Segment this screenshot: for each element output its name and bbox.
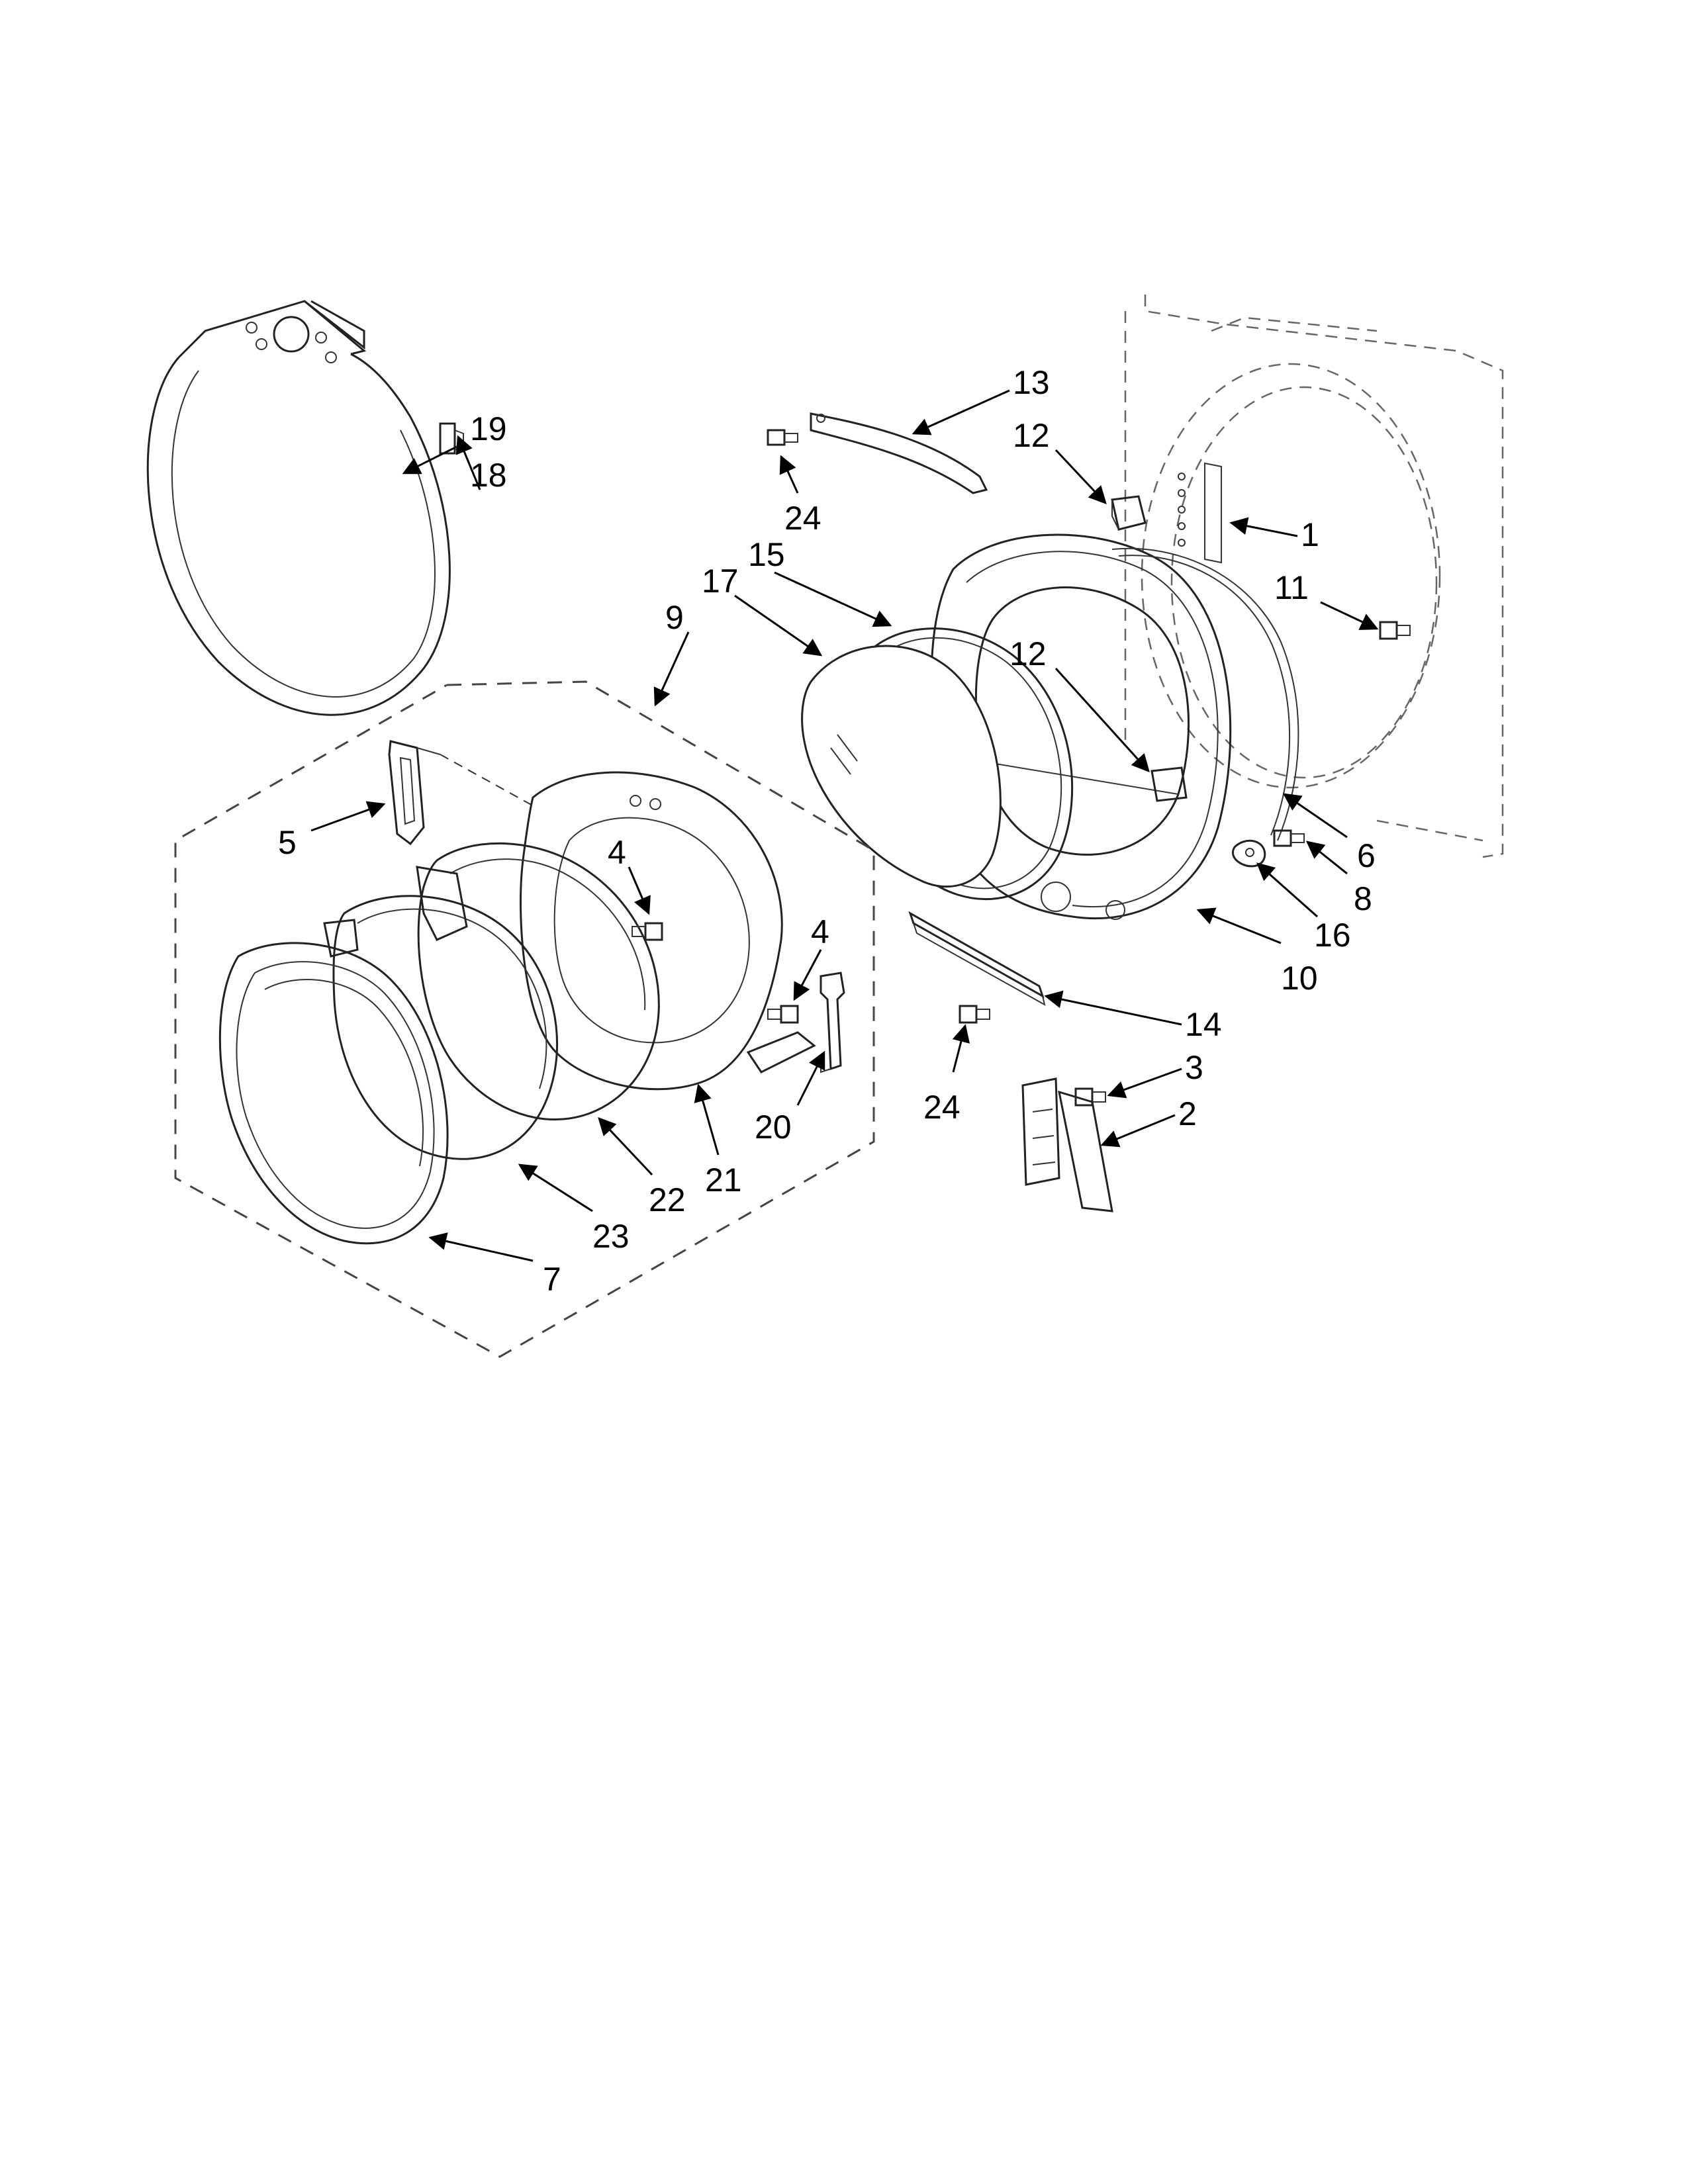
callout-24-upper: 24 bbox=[784, 500, 821, 537]
callout-15: 15 bbox=[748, 536, 785, 573]
part-12-bracket-upper bbox=[1111, 495, 1147, 531]
callout-9: 9 bbox=[665, 599, 684, 636]
callout-23: 23 bbox=[592, 1218, 630, 1255]
callout-22: 22 bbox=[649, 1181, 686, 1218]
callout-3: 3 bbox=[1185, 1049, 1203, 1086]
part-6-gasket bbox=[1111, 547, 1299, 841]
part-4-screw-a bbox=[632, 922, 663, 941]
callout-10: 10 bbox=[1281, 960, 1318, 997]
callout-21: 21 bbox=[705, 1161, 742, 1199]
part-17-glass bbox=[801, 645, 1002, 888]
part-11-screw bbox=[1379, 621, 1411, 640]
part-1-plate bbox=[1178, 462, 1222, 564]
callout-6: 6 bbox=[1357, 837, 1376, 874]
callout-16: 16 bbox=[1314, 917, 1351, 954]
part-3-screw bbox=[1074, 1087, 1106, 1107]
callout-19: 19 bbox=[470, 410, 507, 447]
part-12-bracket-lower bbox=[1150, 766, 1188, 802]
callout-18: 18 bbox=[470, 457, 507, 494]
part-21-door-shell bbox=[520, 771, 816, 1091]
callout-8: 8 bbox=[1354, 880, 1372, 917]
part-22-inner-liner bbox=[417, 842, 660, 1120]
assembly-9-outline bbox=[174, 680, 875, 1358]
callout-12-upper: 12 bbox=[1013, 417, 1050, 454]
part-19-front-panel-ring bbox=[146, 300, 451, 716]
callout-5: 5 bbox=[278, 824, 297, 861]
part-23-inner-ring bbox=[323, 866, 559, 1160]
dashline-5-to-21 bbox=[440, 754, 537, 808]
part-14-strip bbox=[908, 911, 1046, 1006]
part-24-screw-top bbox=[767, 429, 798, 446]
part-2-hinge bbox=[1021, 1077, 1113, 1212]
callout-17: 17 bbox=[702, 563, 739, 600]
callout-4-left: 4 bbox=[608, 834, 626, 871]
leader-lines bbox=[310, 389, 1379, 1262]
part-13-support-bar bbox=[810, 412, 988, 494]
part-7-bezel bbox=[218, 942, 449, 1245]
callout-labels: 19 18 13 12 24 1 11 15 17 9 12 5 4 4 6 8… bbox=[278, 364, 1376, 1298]
callout-14: 14 bbox=[1185, 1006, 1222, 1043]
part-8-screw bbox=[1273, 829, 1305, 847]
callout-7: 7 bbox=[543, 1261, 561, 1298]
cabinet-outline bbox=[1124, 295, 1504, 858]
callout-1: 1 bbox=[1301, 516, 1319, 553]
part-24-screw-lower bbox=[959, 1005, 990, 1024]
callout-12-lower: 12 bbox=[1009, 635, 1047, 672]
part-4-screw-b bbox=[767, 1005, 799, 1024]
callout-11: 11 bbox=[1274, 569, 1309, 606]
callout-13: 13 bbox=[1013, 364, 1050, 401]
part-5-handle bbox=[388, 740, 441, 846]
part-20-bracket bbox=[820, 972, 845, 1073]
callout-20: 20 bbox=[755, 1109, 792, 1146]
callout-2: 2 bbox=[1178, 1095, 1197, 1132]
callout-24-lower: 24 bbox=[923, 1089, 961, 1126]
callout-4-right: 4 bbox=[811, 913, 829, 950]
part-16-plate bbox=[1232, 839, 1266, 868]
